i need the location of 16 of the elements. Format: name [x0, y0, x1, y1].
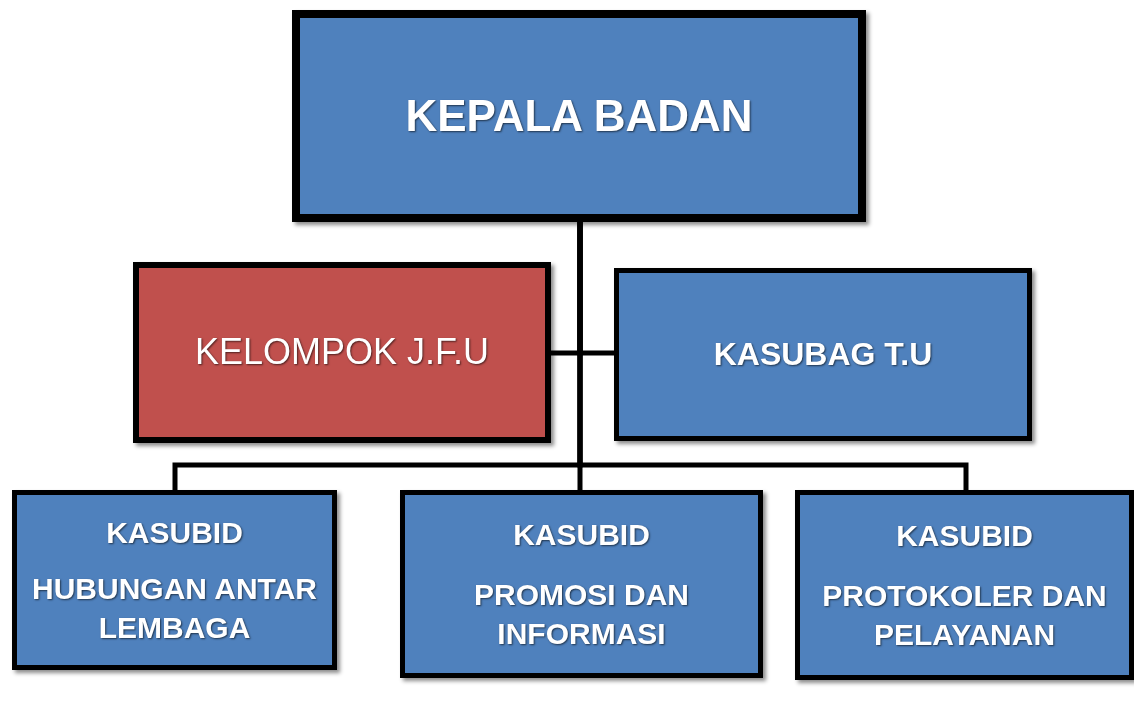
unit-name: HUBUNGAN ANTAR LEMBAGA: [31, 571, 318, 647]
unit-box: [400, 490, 763, 678]
head-box: [292, 10, 866, 222]
unit-box: [133, 262, 551, 443]
unit-box: [12, 490, 337, 670]
unit-title: KASUBID: [105, 514, 244, 551]
unit-box: [795, 490, 1134, 680]
unit-box: [614, 268, 1032, 441]
unit-title: KEPALA BADAN: [404, 90, 754, 143]
unit-title: KASUBID: [512, 517, 651, 554]
unit-title: KASUBID: [895, 518, 1034, 554]
unit-title: KASUBAG T.U: [712, 334, 934, 374]
unit-title: KELOMPOK J.F.U: [193, 330, 491, 375]
connector-line: [577, 222, 969, 490]
unit-name: PROTOKOLER DAN PELAYANAN: [821, 578, 1108, 653]
unit-name: PROMOSI DAN INFORMASI: [473, 576, 690, 652]
